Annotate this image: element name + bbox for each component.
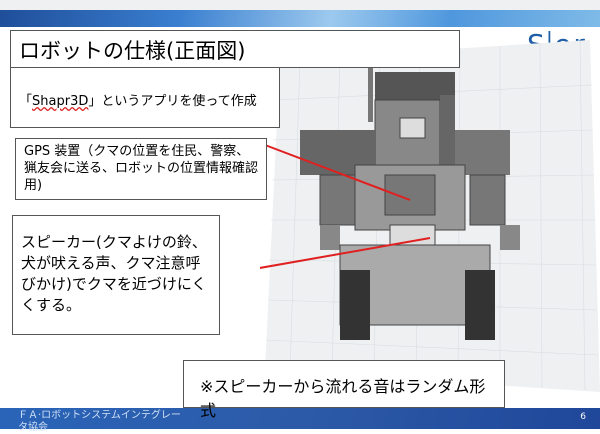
subtitle: 「Shapr3D」というアプリを使って作成 (10, 67, 280, 128)
top-strip (0, 0, 600, 10)
speaker-callout: スピーカー(クマよけの鈴、犬が吠える声、クマ注意呼びかけ)でクマを近づけにくくす… (12, 215, 220, 335)
gps-callout: GPS 装置（クマの位置を住民、警察、猟友会に送る、ロボットの位置情報確認用) (15, 138, 267, 200)
quote-open: 「 (19, 94, 33, 109)
header-band (0, 10, 600, 27)
footer: ＦＡ·ロボットシステムインテグレータ協会 6 (0, 408, 600, 433)
robot-3d-render (260, 40, 600, 392)
gps-callout-line (264, 144, 411, 201)
app-name: Shapr3D (32, 94, 89, 109)
speaker-callout-line (260, 237, 431, 269)
footer-org: ＦＡ·ロボットシステムインテグレータ協会 (18, 410, 181, 433)
page-number: 6 (580, 412, 586, 422)
note-box: ※スピーカーから流れる音はランダム形式 (183, 360, 505, 420)
slide-title: ロボットの仕様(正面図) (10, 30, 460, 68)
subtitle-text: 」というアプリを使って作成 (88, 94, 257, 109)
